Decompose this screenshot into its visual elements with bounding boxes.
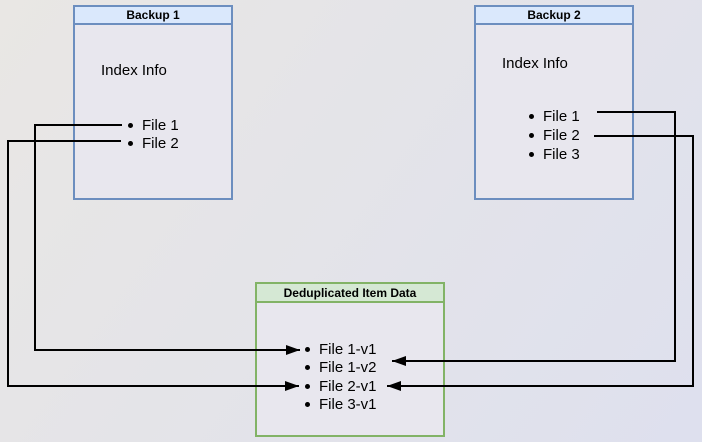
backup1-title: Backup 1 (75, 7, 231, 25)
file-label: File 1-v2 (319, 359, 377, 377)
dedup-title: Deduplicated Item Data (257, 284, 443, 303)
file-label: File 1-v1 (319, 340, 377, 358)
list-item: File 2 (529, 126, 580, 145)
bullet-icon (305, 346, 310, 352)
list-item: File 1-v2 (305, 359, 377, 378)
backup2-title: Backup 2 (476, 7, 632, 25)
file-label: File 2 (142, 134, 179, 152)
backup2-box: Backup 2 Index Info File 1 File 2 File 3 (474, 5, 634, 200)
bullet-icon (128, 140, 133, 146)
file-label: File 2 (543, 127, 580, 144)
file-label: File 2-v1 (319, 377, 377, 395)
list-item: File 1-v1 (305, 340, 377, 359)
bullet-icon (305, 365, 310, 371)
bullet-icon (305, 402, 310, 408)
bullet-icon (529, 133, 534, 138)
list-item: File 3 (529, 145, 580, 164)
bullet-icon (529, 152, 534, 157)
list-item: File 3-v1 (305, 396, 377, 415)
backup1-index-info-label: Index Info (101, 62, 167, 79)
file-label: File 1 (142, 116, 179, 134)
list-item: File 2-v1 (305, 377, 377, 396)
bullet-icon (529, 114, 534, 119)
file-label: File 3-v1 (319, 396, 377, 414)
bullet-icon (305, 383, 310, 389)
list-item: File 2 (128, 134, 179, 152)
file-label: File 1 (543, 108, 580, 125)
list-item: File 1 (529, 107, 580, 126)
backup2-file-list: File 1 File 2 File 3 (529, 107, 580, 164)
backup2-index-info-label: Index Info (502, 55, 568, 72)
bullet-icon (128, 122, 133, 128)
file-label: File 3 (543, 146, 580, 163)
list-item: File 1 (128, 116, 179, 134)
